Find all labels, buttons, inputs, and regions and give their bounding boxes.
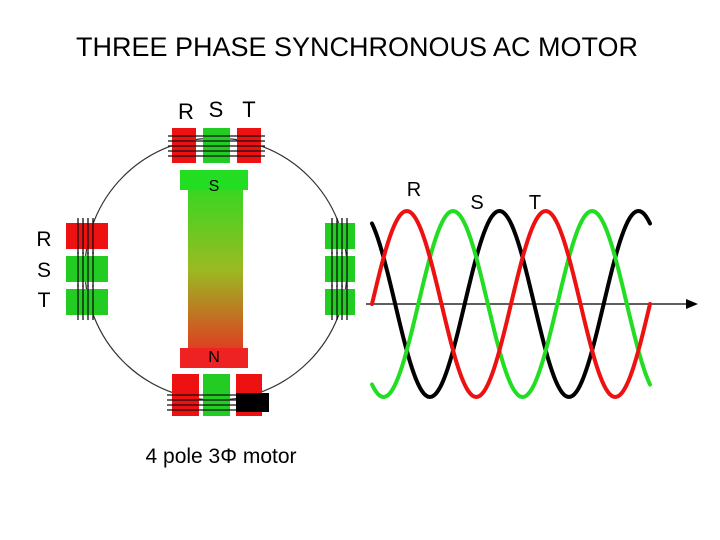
left-pole-group	[66, 218, 108, 320]
top-pole-group	[168, 128, 265, 163]
left-coil-windings	[77, 218, 94, 320]
legend-label-r: R	[407, 179, 421, 201]
top-coil-windings	[168, 135, 265, 157]
left-phase-label-r: R	[36, 228, 51, 251]
left-pole-t	[66, 289, 108, 315]
waveform-legend: R S T	[407, 179, 541, 214]
rotor-north-cap	[180, 348, 248, 368]
top-phase-label-t: T	[242, 97, 255, 122]
waveform-r	[370, 208, 652, 400]
left-phase-labels: R S T	[36, 228, 51, 312]
rotor-south-label: S	[209, 178, 220, 195]
waveform-t	[370, 208, 652, 400]
right-pole-r	[325, 223, 355, 249]
left-phase-label-s: S	[37, 259, 51, 282]
top-phase-label-s: S	[209, 97, 224, 122]
legend-label-s: S	[470, 192, 483, 214]
right-pole-s	[325, 256, 355, 282]
top-phase-labels: R S T	[178, 97, 256, 124]
right-coil-windings	[331, 218, 348, 320]
rotor-bar	[188, 170, 243, 368]
motor-caption: 4 pole 3Φ motor	[146, 445, 297, 468]
top-phase-label-r: R	[178, 99, 194, 124]
rotor-south-cap	[180, 170, 248, 190]
legend-label-t: T	[529, 192, 541, 214]
left-pole-s	[66, 256, 108, 282]
bottom-coil-windings	[167, 394, 236, 411]
slide-title: THREE PHASE SYNCHRONOUS AC MOTOR	[76, 32, 638, 62]
time-axis-arrowhead	[686, 299, 698, 309]
bottom-pole-group	[167, 374, 269, 416]
bottom-coil-t-block	[236, 393, 269, 412]
waveform-curves	[370, 208, 652, 400]
rotor-north-label: N	[208, 349, 220, 366]
left-pole-r	[66, 223, 108, 249]
motor-diagram: S N R S T R S T 4 pole 3Φ motor	[36, 97, 355, 468]
right-pole-t	[325, 289, 355, 315]
right-pole-group	[325, 218, 355, 320]
waveform-s	[370, 208, 652, 400]
waveform-plot: R S T	[366, 179, 698, 400]
left-phase-label-t: T	[38, 289, 51, 312]
